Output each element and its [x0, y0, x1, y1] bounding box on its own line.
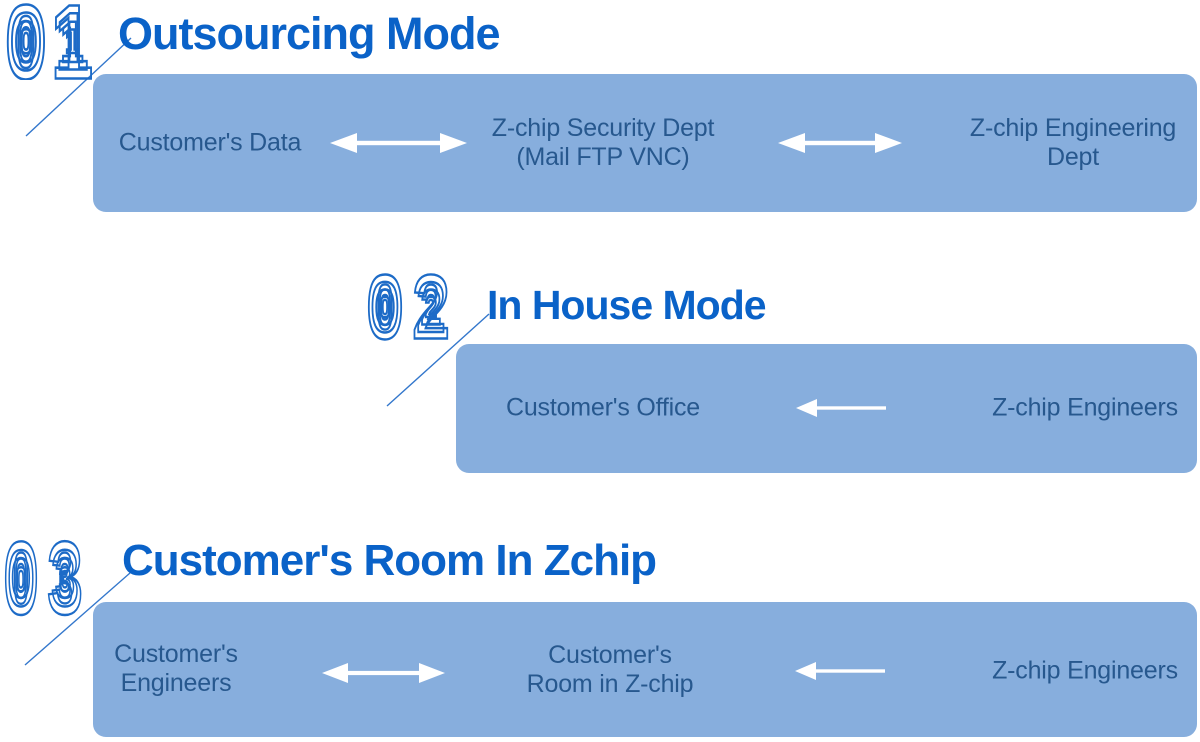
node-label: Z-chip Security Dept(Mail FTP VNC) — [491, 114, 715, 171]
number-digit: 0 — [11, 547, 31, 611]
left-arrow-icon — [796, 399, 886, 417]
mode-box-outsourcing: Customer's Data Z-chip Security Dept(Mai… — [93, 74, 1197, 212]
number-digit: 2 — [421, 280, 442, 336]
number-digit: 0 — [15, 560, 27, 598]
bidirectional-arrow-icon — [322, 663, 445, 683]
number-01-graphic: 0 0 0 0 1 1 1 1 — [4, 0, 95, 80]
number-02-graphic: 0 0 0 0 2 2 2 2 — [365, 271, 451, 341]
bidirectional-arrow-icon — [330, 133, 467, 153]
section-title: Customer's Room In Zchip — [122, 536, 657, 585]
number-digit: 2 — [412, 271, 450, 341]
node-label: Customer's Office — [505, 393, 701, 422]
number-digit: 0 — [375, 280, 396, 336]
number-digit: 0 — [5, 0, 47, 80]
number-digit: 3 — [51, 538, 79, 617]
number-digit: 3 — [59, 560, 71, 598]
number-digit: 0 — [14, 9, 37, 74]
node-label: Customer's Data — [118, 128, 302, 157]
number-03-graphic: 0 0 0 0 3 3 3 3 — [2, 538, 84, 617]
connector-line — [386, 313, 490, 407]
number-digit: 1 — [51, 0, 93, 80]
number-digit: 2 — [416, 271, 445, 341]
number-digit: 1 — [60, 9, 83, 74]
left-arrow-icon — [795, 662, 885, 680]
bidirectional-arrow-icon — [778, 133, 902, 153]
number-digit: 0 — [7, 538, 35, 617]
number-digit: 1 — [56, 0, 89, 80]
connector-line — [25, 37, 132, 137]
section-title: In House Mode — [487, 282, 767, 328]
number-digit: 0 — [3, 538, 39, 617]
number-digit: 3 — [47, 538, 83, 617]
number-digit: 0 — [10, 0, 43, 80]
mode-box-in-house: Customer's Office Z-chip Engineers — [456, 344, 1197, 473]
number-digit: 1 — [65, 23, 79, 61]
connector-line — [24, 572, 131, 666]
number-digit: 2 — [425, 292, 437, 324]
number-digit: 0 — [370, 271, 399, 341]
number-digit: 0 — [19, 23, 33, 61]
number-digit: 0 — [379, 292, 391, 324]
section-title: Outsourcing Mode — [118, 8, 500, 59]
number-digit: 0 — [366, 271, 404, 341]
node-label: Z-chip Engineers — [992, 656, 1178, 685]
node-label: Z-chip Engineers — [992, 393, 1178, 422]
number-digit: 3 — [55, 547, 75, 611]
